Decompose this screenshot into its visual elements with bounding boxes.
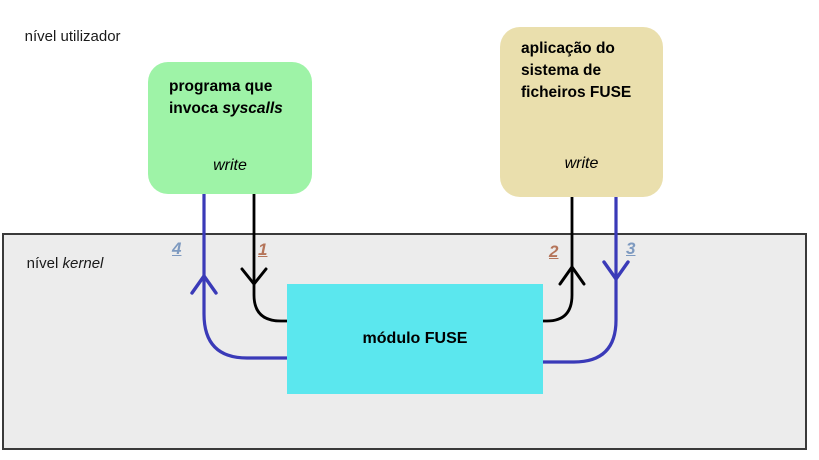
kernel-level-label: nível kernel xyxy=(10,238,104,289)
arrow-3-head-down-icon xyxy=(602,260,630,281)
syscall-program-title: programa que invoca syscalls xyxy=(148,62,312,120)
arrow-1-head-down-icon xyxy=(240,267,268,286)
kernel-level-italic: kernel xyxy=(62,255,104,272)
flow-step-1-label: 1 xyxy=(258,240,268,259)
fuse-app-title-line2: sistema de xyxy=(521,62,602,79)
syscall-program-title-line2: invoca syscalls xyxy=(169,98,300,120)
arrow-2-module-to-app xyxy=(538,195,574,323)
fuse-app-title-line3: ficheiros FUSE xyxy=(521,84,632,101)
program-write-call-label: write xyxy=(213,157,247,174)
syscall-program-box: programa que invoca syscalls write xyxy=(148,62,312,194)
arrow-4-head-up-icon xyxy=(190,274,218,295)
flow-step-3-label: 3 xyxy=(626,239,636,258)
app-write-call-label: write xyxy=(564,155,599,172)
fuse-app-box: aplicação do sistema de ficheiros FUSE w… xyxy=(500,27,663,197)
syscall-program-title-syscalls: syscalls xyxy=(222,100,283,117)
fuse-app-title-line1: aplicação do xyxy=(521,40,615,57)
fuse-module-box: módulo FUSE xyxy=(287,284,543,394)
fuse-module-title: módulo FUSE xyxy=(362,330,468,347)
arrow-4-module-to-program xyxy=(202,190,291,360)
flow-step-4-label: 4 xyxy=(172,239,182,258)
kernel-level-prefix: nível xyxy=(26,255,63,272)
syscall-program-title-line1: programa que xyxy=(169,78,273,95)
arrow-2-head-up-icon xyxy=(558,265,586,286)
arrow-3-app-to-module xyxy=(538,195,618,364)
flow-step-2-label: 2 xyxy=(549,242,559,261)
syscall-program-title-line2-prefix: invoca xyxy=(169,100,223,117)
user-level-text: nível utilizador xyxy=(24,28,121,45)
user-level-label: nível utilizador xyxy=(8,11,121,62)
arrow-1-program-to-module xyxy=(252,190,292,323)
fuse-app-title: aplicação do sistema de ficheiros FUSE xyxy=(500,27,663,104)
